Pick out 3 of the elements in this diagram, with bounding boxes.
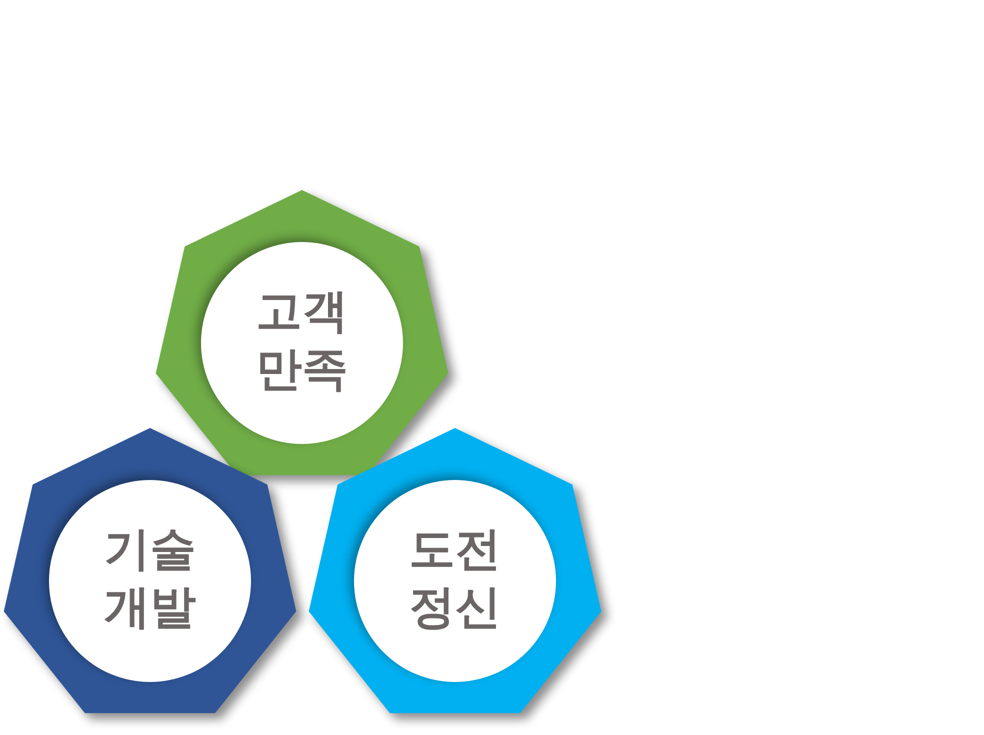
node-label: 고객 만족 — [255, 282, 349, 397]
node-label: 기술 개발 — [103, 520, 197, 635]
node-label: 도전 정신 — [408, 520, 502, 635]
